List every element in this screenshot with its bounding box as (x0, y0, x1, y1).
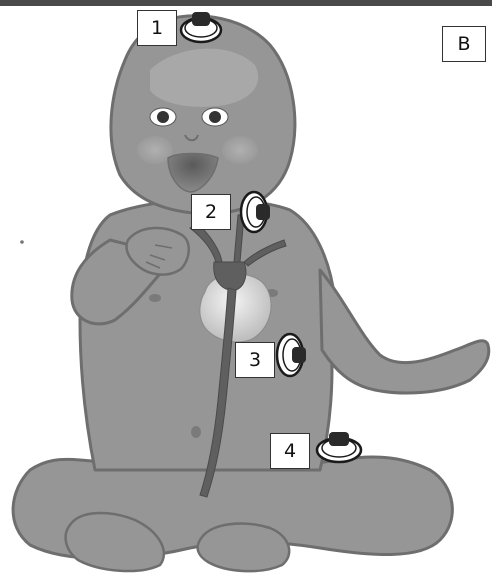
left-nipple (149, 294, 161, 302)
right-eye (202, 108, 228, 126)
sensor-label-2: 2 (191, 194, 231, 230)
sensor-label-4: 4 (270, 433, 310, 469)
left-eye (150, 108, 176, 126)
panel-letter: B (442, 26, 486, 62)
sensor-label-3: 3 (235, 342, 275, 378)
top-strip (0, 0, 492, 6)
sensor-label-1: 1 (137, 10, 177, 46)
right-foot (198, 524, 290, 572)
right-cheek (222, 136, 258, 164)
stray-dot (20, 240, 24, 244)
navel (191, 426, 201, 438)
